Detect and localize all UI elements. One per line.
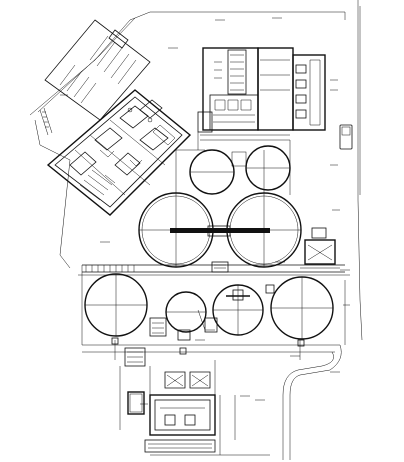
admin-building	[46, 89, 192, 216]
middle-large-tanks	[138, 192, 302, 273]
parking-area	[39, 19, 151, 136]
equipment-buildings	[197, 47, 326, 141]
vehicles	[330, 79, 353, 150]
right-chamber	[300, 227, 340, 269]
site-boundary	[29, 0, 363, 341]
annotation-marks	[60, 17, 350, 405]
lower-structure	[119, 289, 270, 456]
pipe-network	[81, 132, 346, 460]
lower-tanks	[84, 273, 334, 341]
upper-small-tanks	[189, 145, 291, 195]
